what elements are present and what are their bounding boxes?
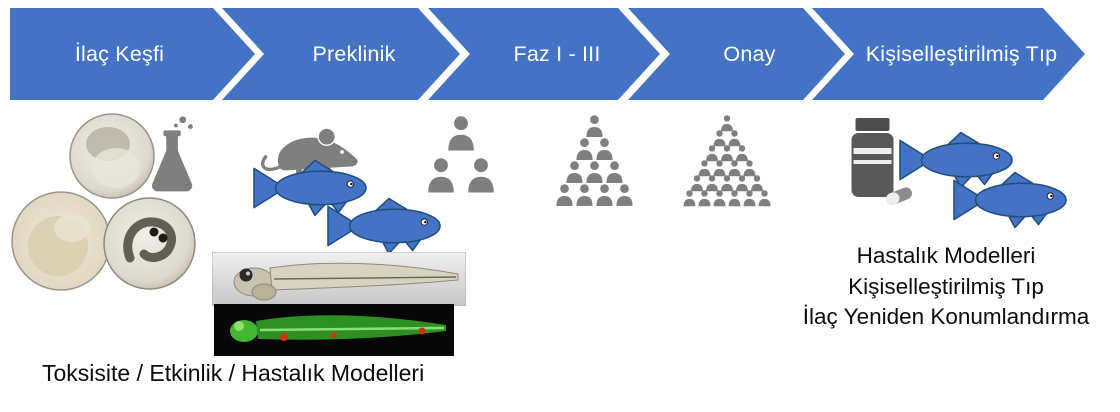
stage-label: Kişiselleştirilmiş Tıp (865, 41, 1058, 66)
people-pyramid-small-icon (556, 115, 633, 206)
zebrafish-embryo-photo-3 (103, 197, 196, 290)
stage-chevron-preclinical: Preklinik (222, 8, 460, 100)
people-group-icon (428, 116, 494, 193)
zebrafish-larva-photo (212, 252, 466, 306)
personalized-caption-line3: İlaç Yeniden Konumlandırma (802, 304, 1090, 329)
stage-chevron-phase-i-iii: Faz I - III (428, 8, 660, 100)
stage-label: Preklinik (312, 41, 396, 66)
people-pyramid-large-icon (683, 115, 771, 207)
stage-chevron-approval: Onay (628, 8, 845, 100)
zebrafish-icon-personalized-2 (952, 170, 1070, 230)
stage-chevron-personalized-medicine: Kişiselleştirilmiş Tıp (812, 8, 1085, 100)
personalized-caption: Hastalık Modelleri Kişiselleştirilmiş Tı… (770, 241, 1120, 333)
zebrafish-icon-preclinical-2 (326, 196, 444, 256)
personalized-caption-line1: Hastalık Modelleri (856, 243, 1036, 268)
stage-label: Faz I - III (513, 41, 601, 66)
fluorescent-zebrafish-photo (214, 304, 454, 356)
stage-label: İlaç Keşfi (74, 41, 165, 66)
flask-icon (140, 112, 208, 204)
toxicity-caption: Toksisite / Etkinlik / Hastalık Modeller… (42, 360, 425, 386)
zebrafish-embryo-photo-2 (11, 191, 111, 291)
stage-chevron-drug-discovery: İlaç Keşfi (10, 8, 255, 100)
stage-label: Onay (723, 41, 776, 66)
zebrafish-embryo-photo-1 (69, 113, 155, 199)
personalized-caption-line2: Kişiselleştirilmiş Tıp (848, 273, 1044, 299)
